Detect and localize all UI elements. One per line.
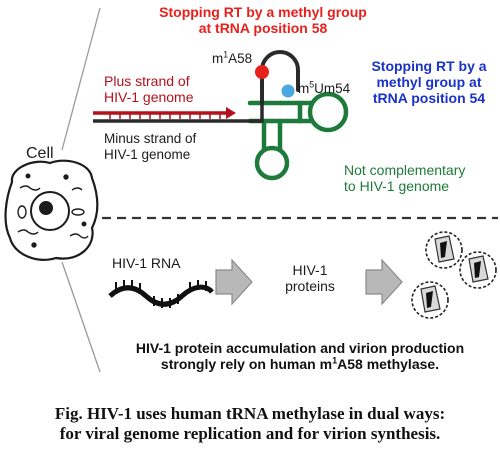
- guide-line-top: [61, 7, 101, 151]
- reliance-line2: strongly rely on human m1A58 methylase.: [160, 355, 440, 373]
- minus-line1: Minus strand of: [104, 131, 197, 146]
- minus-strand-label: Minus strand of HIV-1 genome: [104, 131, 196, 162]
- minus-strand: [93, 103, 264, 123]
- stop54-line1: Stopping RT by a: [371, 58, 487, 74]
- m5um54-dot: [281, 84, 295, 98]
- reliance-line1: HIV-1 protein accumulation and virion pr…: [135, 340, 465, 356]
- figure-caption: Fig. HIV-1 uses human tRNA methylase in …: [0, 404, 500, 445]
- arrow-protein-to-virion: [365, 258, 403, 306]
- minus-line2: HIV-1 genome: [104, 146, 191, 162]
- virion-icons: [411, 231, 497, 319]
- caption-line1: Fig. HIV-1 uses human tRNA methylase in …: [54, 404, 446, 423]
- notcomp-line2: to HIV-1 genome: [344, 178, 450, 195]
- not-complementary-label: Not complementary to HIV-1 genome: [344, 162, 465, 194]
- plus-strand-label: Plus strand of HIV-1 genome: [104, 73, 194, 105]
- caption-line2: for viral genome replication and for vir…: [59, 424, 441, 444]
- hiv-rna-strand: [108, 280, 214, 308]
- m5um54-label: m5Um54: [298, 79, 351, 96]
- cell-label: Cell: [26, 145, 54, 162]
- reliance-statement: HIV-1 protein accumulation and virion pr…: [100, 340, 500, 372]
- notcomp-line1: Not complementary: [344, 162, 466, 178]
- cell-icon: [4, 159, 99, 261]
- proteins-line1: HIV-1: [292, 262, 328, 278]
- stop54-heading: Stopping RT by a methyl group at tRNA po…: [358, 58, 500, 106]
- stop54-line2: methyl group at: [376, 74, 482, 91]
- trna-cloverleaf: [247, 91, 349, 181]
- plus-line1: Plus strand of: [104, 73, 190, 89]
- stop58-line2: at tRNA position 58: [198, 20, 328, 37]
- stop54-line3: tRNA position 54: [372, 90, 486, 107]
- m1a58-dot: [255, 65, 269, 79]
- hiv-rna-label: HIV-1 RNA: [112, 255, 181, 271]
- stop58-heading: Stopping RT by a methyl group at tRNA po…: [148, 4, 378, 36]
- stop58-line1: Stopping RT by a methyl group: [159, 4, 367, 20]
- guide-line-bottom: [61, 261, 101, 373]
- hiv-proteins-label: HIV-1 proteins: [270, 262, 350, 294]
- m1a58-label: m1A58: [212, 49, 253, 66]
- plus-line2: HIV-1 genome: [104, 89, 194, 106]
- plus-strand-arrow: [93, 107, 236, 119]
- arrow-rna-to-protein: [215, 258, 253, 306]
- proteins-line2: proteins: [285, 278, 335, 295]
